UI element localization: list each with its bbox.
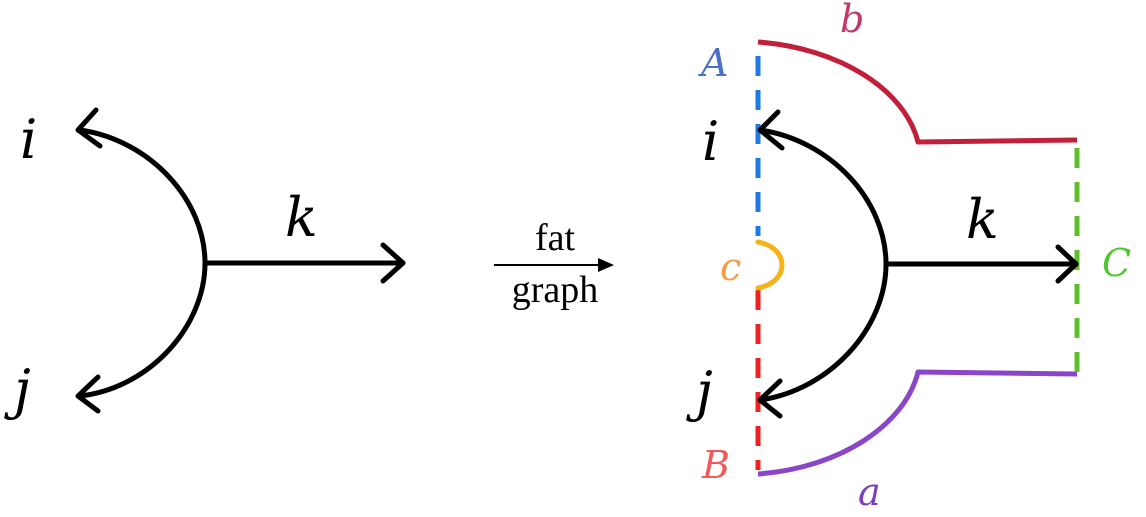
arrow-head: [598, 258, 614, 272]
label-C: C: [1102, 241, 1131, 285]
boundary-arc-c: [755, 239, 785, 291]
label-B: B: [701, 443, 730, 487]
label-a: a: [858, 470, 881, 514]
arrow-label-graph: graph: [512, 269, 599, 311]
left-label-k: k: [285, 186, 318, 249]
left-arc-edge: [77, 127, 208, 399]
right-arrowhead-k: [1055, 244, 1079, 284]
left-arrowhead-j: [75, 374, 101, 414]
boundary-curve-b: [757, 39, 1078, 145]
label-A: A: [698, 41, 728, 85]
right-label-j: j: [686, 360, 713, 423]
boundary-curve-a: [757, 369, 1078, 477]
right-arrowhead-j: [757, 378, 783, 419]
arrow-label-fat: fat: [535, 217, 576, 259]
right-arc-edge: [757, 127, 889, 403]
right-arrowhead-i: [757, 109, 785, 151]
right-vertex-diagram: [757, 109, 1079, 419]
left-vertex-diagram: [75, 107, 406, 414]
label-c: c: [720, 245, 741, 289]
fat-graph-arrow: [494, 258, 614, 272]
left-label-i: i: [20, 108, 37, 171]
label-b: b: [840, 0, 864, 41]
left-label-j: j: [4, 358, 31, 421]
left-arrowhead-i: [75, 107, 103, 149]
left-arrowhead-k: [380, 242, 406, 284]
right-label-i: i: [702, 110, 719, 173]
right-label-k: k: [966, 188, 999, 251]
